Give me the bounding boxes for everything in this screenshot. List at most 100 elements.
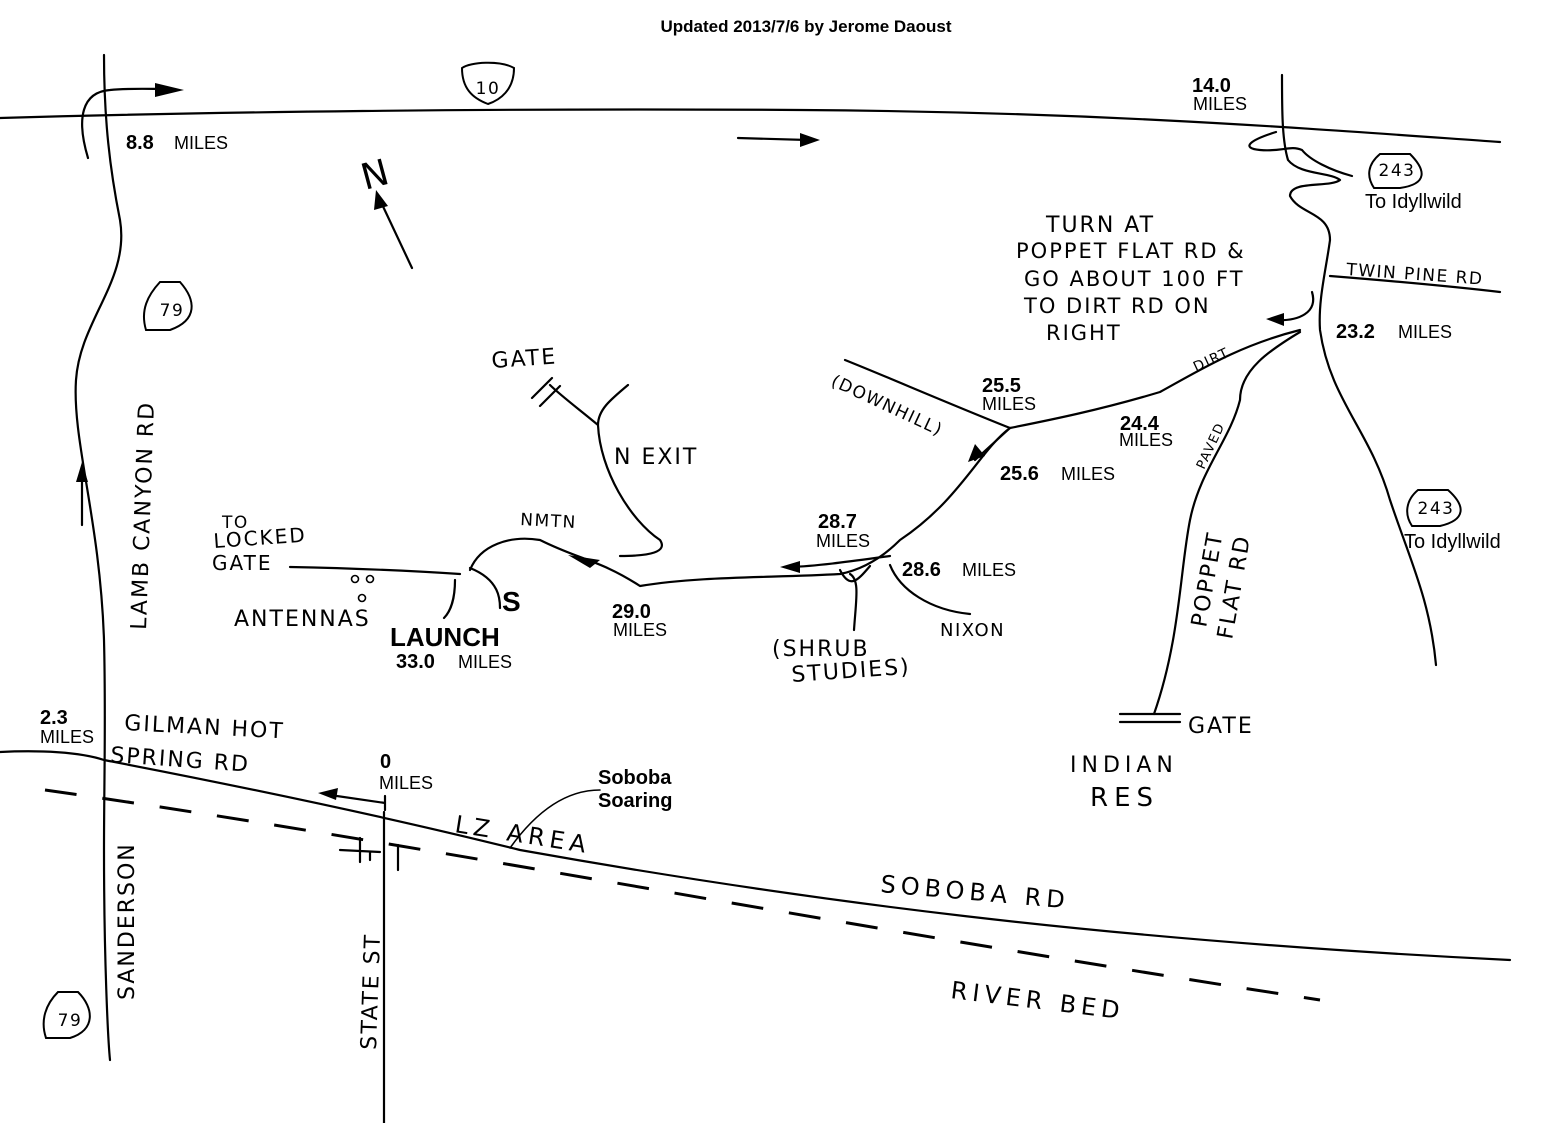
label-dirt: DIRT: [1191, 345, 1232, 376]
mileage-28-7: 28.7 MILES: [816, 511, 870, 551]
lz-area-label: LZ AREA: [453, 810, 593, 859]
mileage-23-2: 23.2 MILES: [1336, 321, 1452, 343]
soboba-leader: [509, 789, 601, 849]
shrub-road: [838, 564, 872, 632]
turn-arrow-head: [1266, 313, 1284, 326]
svg-text:33.0: 33.0: [396, 651, 435, 673]
highway-243-road: [1280, 73, 1438, 667]
svg-text:MILES: MILES: [40, 727, 94, 747]
svg-text:29.0: 29.0: [612, 601, 651, 623]
zero-miles-arrow: [328, 793, 387, 812]
svg-text:MILES: MILES: [1061, 464, 1115, 484]
east-arrow-head: [800, 133, 820, 147]
indian-res-1: INDIAN: [1070, 753, 1178, 778]
launch-road: [288, 565, 502, 620]
update-credit: Updated 2013/7/6 by Jerome Daoust: [660, 17, 951, 36]
label-soboba-rd: SOBOBA RD: [879, 870, 1070, 914]
mile-29-arrow: [568, 555, 600, 568]
highway-79-road: [74, 53, 123, 1062]
svg-text:GO ABOUT 100 FT: GO ABOUT 100 FT: [1024, 267, 1245, 291]
svg-text:243: 243: [1379, 161, 1416, 181]
twin-pine-road: [1328, 274, 1502, 294]
nixon-road: [888, 563, 972, 616]
svg-text:MILES: MILES: [982, 394, 1036, 414]
launch-s-marker: S: [502, 586, 521, 617]
svg-text:8.8: 8.8: [126, 132, 154, 154]
label-sanderson: SANDERSON: [115, 842, 140, 1000]
label-lamb-canyon: LAMB CANYON RD: [127, 400, 160, 630]
mileage-2-3: 2.3 MILES: [40, 707, 94, 747]
highway-243-shield-right-icon: 243: [1406, 489, 1462, 527]
svg-text:MILES: MILES: [1119, 430, 1173, 450]
downhill-arrow-head: [968, 444, 985, 462]
mileage-25-6: 25.6 MILES: [1000, 463, 1115, 485]
soboba-soaring-2: Soaring: [598, 790, 672, 812]
north-arrow-79-head: [76, 462, 88, 482]
label-state-st: STATE ST: [357, 933, 386, 1051]
svg-text:24.4: 24.4: [1120, 413, 1160, 435]
zero-miles-arrow-head: [318, 788, 338, 800]
label-gilman-1: GILMAN HOT: [124, 711, 286, 744]
label-shrub-1: (SHRUB: [772, 637, 870, 662]
svg-text:MILES: MILES: [1193, 94, 1247, 114]
label-nmtn: NMTN: [520, 510, 577, 533]
highway-243-shield-top-icon: 243: [1368, 153, 1423, 189]
svg-text:79: 79: [160, 301, 185, 321]
gate-north-label: GATE: [491, 344, 558, 374]
svg-text:MILES: MILES: [962, 560, 1016, 580]
svg-text:28.7: 28.7: [818, 511, 857, 533]
svg-text:TO DIRT RD ON: TO DIRT RD ON: [1023, 294, 1211, 318]
mile-28-7-arrow-head: [780, 561, 800, 573]
svg-text:TURN AT: TURN AT: [1045, 213, 1155, 238]
svg-text:23.2: 23.2: [1336, 321, 1375, 343]
svg-text:25.5: 25.5: [982, 375, 1021, 397]
svg-text:2.3: 2.3: [40, 707, 68, 729]
soboba-soaring-1: Soboba: [598, 767, 672, 789]
label-n-exit: N EXIT: [614, 445, 698, 470]
svg-text:0: 0: [380, 751, 391, 773]
svg-text:RIGHT: RIGHT: [1046, 321, 1122, 345]
mileage-14-0: 14.0 MILES: [1192, 75, 1247, 114]
label-gilman-2: SPRING RD: [110, 743, 251, 778]
poppet-flat-road: [1152, 330, 1302, 716]
antennas-icon: [350, 574, 375, 603]
svg-text:MILES: MILES: [1398, 322, 1452, 342]
svg-text:MILES: MILES: [816, 531, 870, 551]
mileage-33-0: 33.0 MILES: [396, 651, 512, 673]
label-nixon: NIXON: [940, 620, 1005, 641]
river-bed-line: [44, 788, 1321, 1002]
soboba-road: [0, 750, 1512, 962]
turn-note: TURN AT POPPET FLAT RD & GO ABOUT 100 FT…: [1016, 213, 1245, 345]
label-downhill: (DOWNHILL): [828, 371, 946, 440]
svg-text:MILES: MILES: [174, 133, 228, 153]
east-arrow: [736, 136, 810, 142]
mileage-24-4: 24.4 MILES: [1119, 413, 1173, 450]
gate-south-mark: [1118, 712, 1182, 724]
label-river-bed: RIVER BED: [949, 976, 1126, 1025]
compass-n-label: N: [357, 152, 396, 199]
mile-28-7-arrow: [788, 554, 892, 569]
compass-arrow: [378, 198, 414, 270]
locked-gate-1: TO: [221, 513, 249, 533]
bridge-ticks: [338, 836, 400, 872]
svg-text:25.6: 25.6: [1000, 463, 1039, 485]
onramp-hook: [81, 87, 167, 160]
svg-text:28.6: 28.6: [902, 559, 941, 581]
mileage-25-5: 25.5 MILES: [982, 375, 1036, 414]
to-idyllwild-right: To Idyllwild: [1404, 531, 1501, 553]
compass-arrow-head: [374, 190, 388, 210]
svg-text:14.0: 14.0: [1192, 75, 1231, 97]
to-idyllwild-top: To Idyllwild: [1365, 191, 1462, 213]
interstate-10-road: [0, 108, 1502, 144]
antennas-label: ANTENNAS: [234, 607, 371, 632]
highway-79-shield-south-icon: 79: [42, 991, 91, 1039]
mileage-29-0: 29.0 MILES: [612, 601, 667, 640]
gate-north-mark: [530, 376, 562, 408]
locked-gate-2: LOCKED: [213, 523, 308, 553]
svg-text:MILES: MILES: [613, 620, 667, 640]
svg-text:10: 10: [476, 79, 501, 99]
n-exit-road: [548, 383, 663, 558]
label-twin-pine: TWIN PINE RD: [1345, 260, 1484, 290]
onramp-arrow: [155, 83, 184, 97]
